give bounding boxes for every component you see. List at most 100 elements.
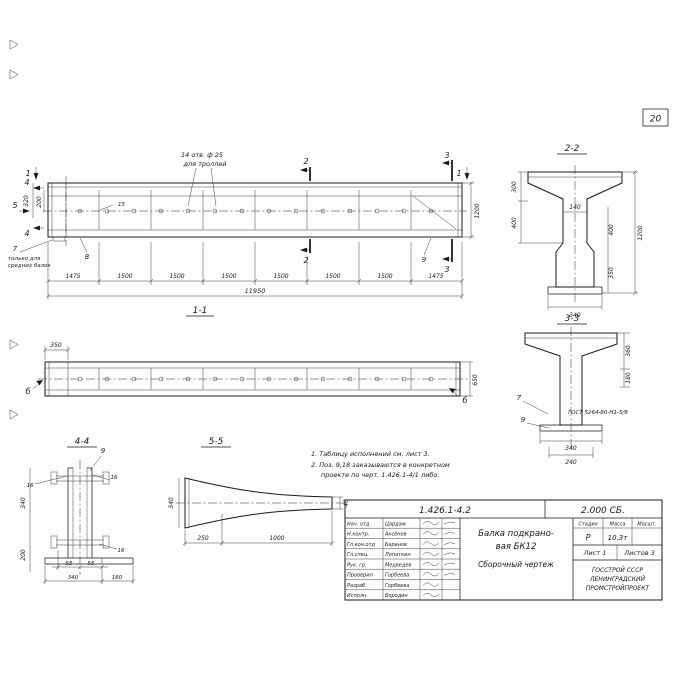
dim-16-left: 16 bbox=[27, 483, 34, 489]
section-5-5-label: 5-5 bbox=[209, 437, 224, 447]
doc-code: 2.000 СБ. bbox=[581, 506, 625, 516]
note-line-1: 1. Таблицу исполнений см. лист 3. bbox=[311, 450, 430, 458]
pos-7: 7 bbox=[13, 245, 18, 253]
dim-seg-2: 1500 bbox=[117, 273, 132, 280]
note-middle-beams-2: средних балок bbox=[8, 263, 52, 269]
sig-role-6: Проверил bbox=[347, 573, 373, 579]
section-3-3: 3-3 360 180 340 240 7 9 ГОСТ 5264-80-Н1-… bbox=[517, 314, 632, 466]
section-2-2-label: 2-2 bbox=[565, 144, 580, 154]
sig-role-1: Нач. отд bbox=[347, 522, 370, 528]
cut-mark-2-bottom: 2 bbox=[303, 256, 308, 265]
trolley-holes bbox=[77, 208, 434, 214]
sheet-label: Лист 1 bbox=[583, 549, 607, 557]
weld-note: ГОСТ 5264-80-Н1-5/8 bbox=[568, 410, 628, 416]
section-cut-2: 2 2 bbox=[300, 157, 311, 265]
dim-seg-8: 1475 bbox=[428, 273, 443, 280]
drawing-title-line2: вая БК12 bbox=[496, 542, 537, 552]
dim-340-bottom: 340 bbox=[68, 575, 79, 581]
dim-55-b: 55 bbox=[88, 561, 95, 567]
dim-200: 200 bbox=[36, 196, 43, 208]
dim-1000: 1000 bbox=[269, 535, 284, 542]
dim-340-section22: 340 bbox=[569, 312, 581, 319]
dim-16-right: 16 bbox=[111, 475, 118, 481]
dimension-chain: 1475 1500 1500 1500 1500 1500 1500 1475 … bbox=[45, 242, 465, 299]
cut-mark-3-top: 3 bbox=[444, 151, 449, 160]
dim-300: 300 bbox=[511, 181, 518, 193]
cut-mark-4-bottom: 4 bbox=[24, 229, 29, 238]
dim-seg-4: 1500 bbox=[221, 273, 236, 280]
section-cut-3: 3 3 bbox=[442, 151, 453, 274]
view-marker-b-left: б bbox=[26, 380, 43, 396]
pos-9: 9 bbox=[422, 256, 427, 264]
sig-name-8: Бородин bbox=[385, 593, 408, 599]
fold-marks bbox=[9, 39, 19, 420]
section-4-4-label: 4-4 bbox=[75, 437, 90, 447]
section-3-3-label: 3-3 bbox=[565, 314, 580, 324]
plan-holes bbox=[77, 376, 434, 382]
dim-15: 15 bbox=[118, 202, 125, 208]
dim-total: 11950 bbox=[245, 287, 266, 295]
cut-mark-4-top: 4 bbox=[24, 178, 29, 187]
general-notes: 1. Таблицу исполнений см. лист 3. 2. Поз… bbox=[311, 450, 450, 479]
sig-name-1: Цардаж bbox=[385, 522, 407, 528]
dim-400-right: 400 bbox=[608, 224, 615, 236]
col-scale: Масшт. bbox=[637, 522, 656, 528]
dim-seg-6: 1500 bbox=[325, 273, 340, 280]
sheet-number-box: 20 bbox=[642, 108, 669, 127]
sig-role-8: Исполн. bbox=[347, 593, 368, 599]
sig-name-6: Горбеева bbox=[385, 573, 409, 579]
dim-seg-5: 1500 bbox=[273, 273, 288, 280]
sig-name-4: Лопаткин bbox=[384, 552, 411, 558]
dim-seg-3: 1500 bbox=[169, 273, 184, 280]
dim-seg-1: 1475 bbox=[65, 273, 80, 280]
dim-340-section33: 340 bbox=[565, 445, 577, 452]
cut-mark-1-right: 1 bbox=[456, 169, 461, 178]
dim-180: 180 bbox=[625, 372, 632, 384]
dim-350-plan: 350 bbox=[50, 342, 62, 349]
section-cut-1: 1 1 bbox=[25, 167, 470, 180]
sig-name-7: Горбеева bbox=[385, 583, 409, 589]
holes-callout-line1: 14 отв. ф 25 bbox=[181, 151, 223, 159]
col-mass: Масса bbox=[610, 522, 626, 528]
section-cut-5: 5 bbox=[12, 201, 30, 214]
sig-role-2: Н.контр. bbox=[347, 532, 369, 538]
title-block: 1.426.1-4.2 2.000 СБ. Нач. отд Цардаж Н.… bbox=[344, 499, 663, 601]
sig-name-3: Баранов bbox=[385, 542, 407, 548]
sig-role-7: Разраб. bbox=[347, 583, 367, 589]
dim-340-section55: 340 bbox=[168, 497, 175, 509]
dim-400-left: 400 bbox=[511, 217, 518, 229]
sig-name-2: Аксёнов bbox=[384, 532, 407, 538]
view-marker-b-right: б bbox=[449, 388, 468, 405]
sig-name-5: Медведев bbox=[385, 563, 411, 569]
pos-9-section44: 9 bbox=[101, 447, 106, 455]
drawing-title-line1: Балка подкрано- bbox=[478, 529, 554, 539]
dim-340-side: 340 bbox=[20, 497, 27, 509]
mass-value: 10,3т bbox=[608, 534, 629, 542]
note-line-2: 2. Поз. 9,18 заказываются в конкретном bbox=[311, 461, 450, 469]
dim-160: 160 bbox=[112, 575, 123, 581]
signature-table: Нач. отд Цардаж Н.контр. Аксёнов Гл.кон.… bbox=[345, 518, 460, 600]
svg-text:б: б bbox=[463, 396, 468, 405]
dim-350: 350 bbox=[608, 267, 615, 279]
org-line-3: ПРОМСТРОЙПРОЕКТ bbox=[586, 585, 651, 592]
sig-role-5: Рук. гр. bbox=[347, 563, 367, 569]
holes-callout-line2: для троллей bbox=[182, 160, 226, 168]
dim-140: 140 bbox=[569, 204, 581, 211]
svg-text:б: б bbox=[26, 387, 31, 396]
sig-role-4: Гл.спец. bbox=[347, 552, 369, 558]
cut-mark-1-left: 1 bbox=[25, 169, 30, 178]
dim-40: 40 bbox=[343, 499, 350, 507]
section-1-1: 1-1 350 650 bbox=[26, 306, 479, 405]
sig-role-3: Гл.кон.отд bbox=[347, 542, 375, 548]
pos-9-section33: 9 bbox=[521, 416, 526, 424]
dim-1200-section: 1200 bbox=[637, 225, 644, 240]
org-line-1: ГОССТРОЙ СССР bbox=[592, 567, 643, 574]
cut-mark-3-bottom: 3 bbox=[444, 265, 449, 274]
section-5-5: 5-5 340 40 250 1000 bbox=[168, 437, 350, 546]
dim-seg-7: 1500 bbox=[377, 273, 392, 280]
pos-8: 8 bbox=[85, 253, 90, 261]
sheets-label: Листов 3 bbox=[623, 549, 654, 557]
